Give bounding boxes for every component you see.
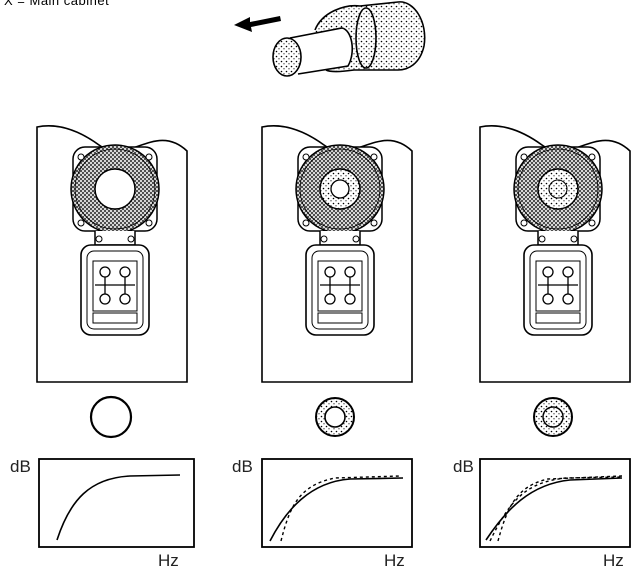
response-graph-solid (479, 458, 631, 548)
response-graph-ring (261, 458, 413, 548)
plug-solid-icon (533, 397, 573, 437)
hz-label-ring: Hz (384, 551, 405, 570)
speaker-cabinet-ring (261, 125, 413, 383)
arrow-left-icon (234, 16, 281, 32)
hz-label-solid: Hz (603, 551, 624, 570)
top-caption: X = Main cabinet (4, 0, 110, 8)
db-label-open: dB (10, 457, 31, 476)
response-graph-open (38, 458, 195, 548)
foam-bung-icon (272, 1, 426, 77)
plug-open-icon (89, 395, 133, 439)
speaker-cabinet-open (36, 125, 188, 383)
hz-label-open: Hz (158, 551, 179, 570)
db-label-ring: dB (232, 457, 253, 476)
plug-ring-icon (315, 397, 355, 437)
db-label-solid: dB (453, 457, 474, 476)
speaker-cabinet-solid (479, 125, 631, 383)
